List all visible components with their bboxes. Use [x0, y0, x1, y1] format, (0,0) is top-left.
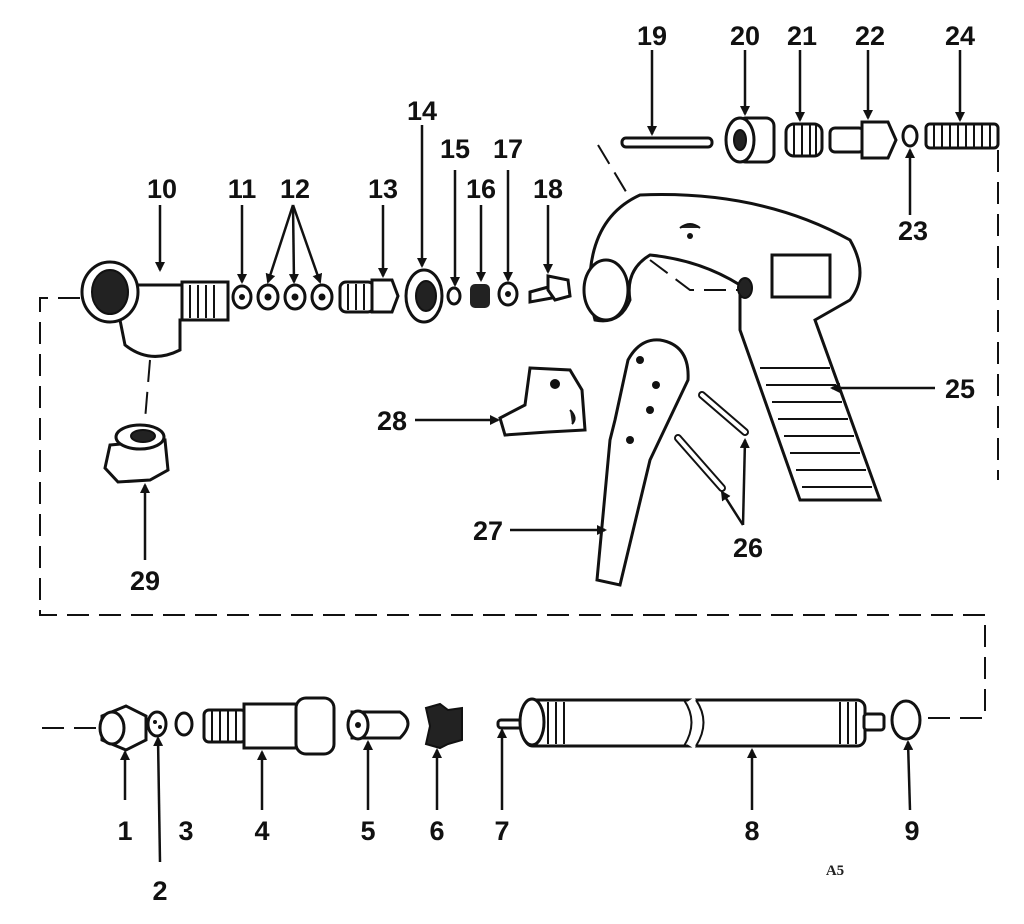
figure-code: A5 — [826, 863, 844, 879]
callout-labels: 1 2 3 4 5 6 7 8 9 10 11 12 13 14 15 16 1… — [117, 21, 975, 906]
callout-11: 11 — [228, 174, 257, 204]
callout-13: 13 — [368, 174, 398, 204]
callout-2: 2 — [152, 876, 167, 906]
part-10-tee-fitting — [80, 260, 230, 358]
assembly-guide-lines — [39, 144, 999, 729]
part-3-o-ring — [174, 711, 194, 737]
callout-17: 17 — [493, 134, 523, 164]
part-1-cap-nut — [98, 704, 148, 752]
callout-21: 21 — [787, 21, 817, 51]
part-4-nozzle-body — [202, 696, 336, 756]
callout-15: 15 — [440, 134, 470, 164]
callout-6: 6 — [429, 816, 444, 846]
part-12-washers — [256, 283, 334, 311]
part-25-gun-body — [582, 193, 883, 502]
part-11-washer — [231, 284, 253, 310]
callout-20: 20 — [730, 21, 760, 51]
part-22-plug — [828, 120, 898, 160]
part-14-nut — [404, 268, 444, 324]
callout-28: 28 — [377, 406, 407, 436]
part-19-pin — [620, 136, 714, 149]
callout-25: 25 — [945, 374, 975, 404]
callout-8: 8 — [744, 816, 759, 846]
callout-26: 26 — [733, 533, 763, 563]
callout-12: 12 — [280, 174, 310, 204]
part-17-washer — [497, 281, 519, 307]
leader-arrows — [120, 50, 965, 863]
callout-22: 22 — [855, 21, 885, 51]
callout-7: 7 — [494, 816, 509, 846]
part-15-washer — [446, 286, 462, 306]
part-5-tip — [346, 709, 410, 741]
part-24-threaded-rod — [924, 122, 1000, 150]
callout-18: 18 — [533, 174, 563, 204]
part-8-extension-tube — [518, 697, 886, 749]
callout-16: 16 — [466, 174, 496, 204]
part-18-valve-stem — [528, 274, 572, 304]
callout-27: 27 — [473, 516, 503, 546]
callout-29: 29 — [130, 566, 160, 596]
callout-23: 23 — [898, 216, 928, 246]
part-6-spreader — [424, 702, 463, 750]
part-16-spring — [470, 284, 490, 308]
part-21-spring — [784, 122, 824, 158]
callout-10: 10 — [147, 174, 177, 204]
part-23-o-ring — [901, 124, 919, 148]
callout-24: 24 — [945, 21, 975, 51]
callout-1: 1 — [117, 816, 132, 846]
part-9-o-ring — [890, 699, 922, 741]
callout-9: 9 — [904, 816, 919, 846]
callout-3: 3 — [178, 816, 193, 846]
callout-14: 14 — [407, 96, 437, 126]
part-28-bracket — [498, 366, 587, 437]
part-20-cap — [724, 116, 776, 164]
callout-4: 4 — [254, 816, 269, 846]
callout-5: 5 — [360, 816, 375, 846]
callout-19: 19 — [637, 21, 667, 51]
part-2-disc — [146, 710, 168, 738]
part-27-trigger — [595, 338, 690, 587]
part-26-pins — [674, 391, 749, 492]
part-29-adapter — [103, 423, 170, 484]
part-13-fitting — [338, 278, 400, 314]
